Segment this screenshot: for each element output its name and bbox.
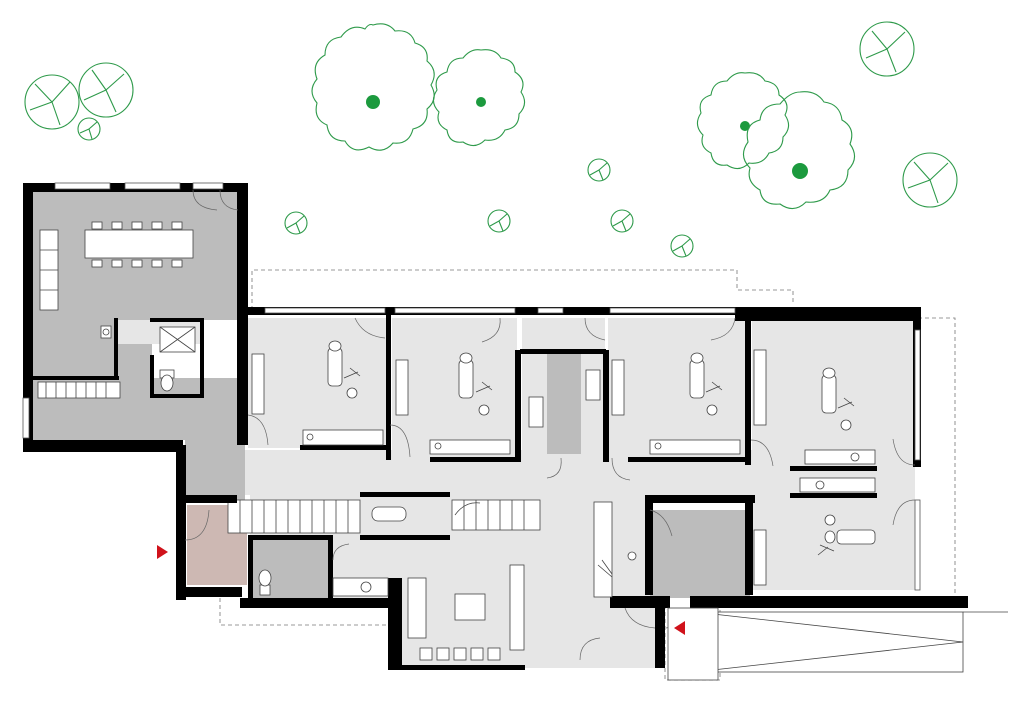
shrub-icon (859, 21, 915, 77)
counter (804, 449, 876, 465)
shrub-icon (78, 62, 134, 118)
entrance-ramp (667, 607, 1008, 681)
shrub-icon (77, 117, 101, 141)
sink-icon (850, 452, 860, 462)
treatment-room-2 (392, 318, 517, 458)
toilet-icon (159, 369, 175, 392)
treatment-room-1 (248, 318, 388, 448)
vanity (332, 577, 389, 597)
bench (509, 564, 525, 651)
counter (649, 439, 741, 455)
lounge-chairs (419, 647, 501, 661)
counter (799, 477, 876, 493)
cabinet (251, 353, 265, 415)
counter (429, 439, 511, 455)
dining-table (84, 229, 194, 259)
cabinet (395, 359, 409, 416)
sink-icon (306, 433, 314, 441)
furniture (37, 221, 876, 661)
shelf (407, 577, 427, 639)
shrub-icon (670, 234, 694, 258)
shrub-icon (902, 152, 958, 208)
shrub-icon (610, 209, 634, 233)
tree-icon (742, 91, 856, 210)
coffee-table (454, 593, 486, 621)
hall-west (185, 440, 245, 500)
cabinet (753, 349, 767, 426)
reception-desk (593, 501, 613, 598)
sterilizer (585, 369, 601, 401)
sink-icon (100, 325, 112, 339)
tree-icon (696, 72, 790, 170)
dental-chair-icon (817, 514, 876, 556)
walls (23, 183, 968, 670)
treatment-room-5 (752, 495, 915, 590)
sterilization-counter (547, 354, 581, 454)
windows (22, 182, 921, 591)
doors (184, 189, 916, 661)
dental-chair-icon (821, 367, 855, 431)
tree-icon (311, 23, 435, 151)
landscape (24, 21, 958, 258)
sink-icon (360, 581, 372, 593)
sink-icon (434, 442, 442, 450)
sterilizer (528, 396, 544, 428)
cabinet (753, 529, 767, 586)
office-room (650, 510, 750, 598)
dental-chair-icon (327, 340, 361, 399)
cabinet (611, 359, 625, 416)
dining-chairs (91, 221, 183, 268)
sink-icon (654, 442, 662, 450)
counter (302, 429, 384, 446)
tree-icon (432, 49, 526, 147)
shrub-icon (24, 74, 80, 130)
entry-hall (580, 598, 658, 668)
sink-icon (815, 480, 825, 490)
shrub-icon (487, 209, 511, 233)
stairs-icon (227, 499, 361, 534)
dental-chair-icon (458, 352, 493, 416)
shrub-icon (587, 158, 611, 182)
shrub-icon (284, 211, 308, 235)
wardrobe (37, 381, 121, 399)
entrance-arrow-icon (674, 621, 685, 635)
dental-chair-icon (689, 352, 723, 416)
entrance-arrow-icon (157, 545, 168, 559)
treatment-room-3 (608, 318, 748, 458)
toilet-icon (258, 569, 272, 596)
stairs-icon (451, 499, 541, 531)
bathtub-icon (371, 506, 407, 522)
